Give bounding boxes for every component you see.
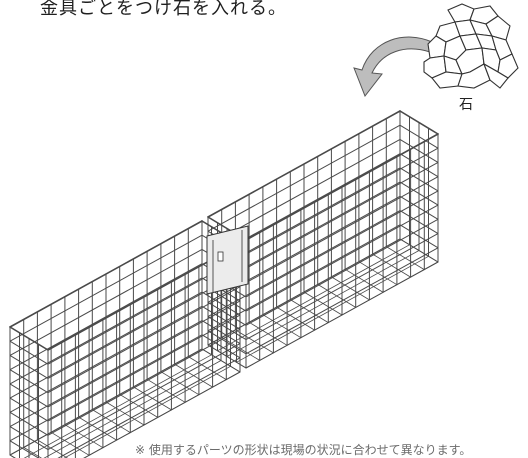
rim-wire bbox=[399, 110, 439, 135]
instruction-heading: 金具ごとをつけ石を入れる。 bbox=[40, 0, 287, 19]
mesh-wire bbox=[399, 195, 439, 220]
mesh-wire bbox=[245, 261, 439, 369]
mesh-wire bbox=[9, 426, 49, 451]
mesh-wire bbox=[9, 348, 203, 456]
mesh-wire bbox=[399, 167, 439, 192]
mesh-wire bbox=[399, 124, 439, 149]
mesh-wire bbox=[9, 354, 49, 379]
mesh-wire bbox=[9, 340, 49, 365]
mesh-wire bbox=[9, 411, 49, 436]
mesh-wire bbox=[201, 305, 241, 330]
mesh-wire bbox=[23, 354, 212, 458]
mesh-wire bbox=[9, 320, 203, 428]
mesh-wire bbox=[226, 250, 420, 357]
rim-wire bbox=[9, 326, 49, 351]
mesh-wire bbox=[47, 314, 241, 422]
mesh-wire bbox=[9, 263, 203, 371]
mesh-wire bbox=[23, 446, 42, 458]
curved-arrow-icon bbox=[353, 36, 433, 98]
mesh-wire bbox=[245, 233, 439, 341]
footer-note: ※ 使用するパーツの形状は現場の状況に合わせて異なります。 bbox=[135, 443, 472, 457]
mesh-wire bbox=[217, 244, 410, 352]
mesh-wire bbox=[9, 234, 203, 342]
mesh-wire bbox=[399, 210, 439, 235]
mesh-wire bbox=[47, 343, 241, 451]
wire-gabion-basket bbox=[9, 110, 439, 458]
mesh-wire bbox=[399, 153, 439, 178]
mesh-wire bbox=[399, 181, 439, 206]
rim-wire bbox=[207, 110, 401, 218]
rim-wire bbox=[9, 220, 203, 328]
mesh-wire bbox=[47, 300, 241, 408]
mesh-wire bbox=[245, 247, 439, 355]
mesh-wire bbox=[207, 124, 401, 232]
mesh-wire bbox=[9, 383, 49, 408]
mesh-wire bbox=[63, 365, 231, 458]
mesh-wire bbox=[399, 138, 439, 163]
mesh-wire bbox=[9, 334, 203, 442]
mesh-wire bbox=[9, 291, 203, 399]
mesh-wire bbox=[9, 369, 49, 394]
mesh-wire bbox=[201, 334, 241, 359]
mesh-wire bbox=[9, 277, 203, 385]
mesh-wire bbox=[245, 190, 439, 298]
stone-pile-icon bbox=[423, 3, 519, 89]
mesh-wire bbox=[9, 397, 49, 422]
mesh-wire bbox=[47, 286, 241, 394]
connector-plate bbox=[206, 225, 249, 295]
mesh-wire bbox=[201, 320, 241, 345]
rim-wire bbox=[245, 133, 439, 241]
stone-label: 石 bbox=[459, 97, 473, 113]
mesh-wire bbox=[9, 305, 203, 413]
mesh-wire bbox=[43, 360, 222, 458]
mesh-wire bbox=[9, 248, 203, 356]
mesh-wire bbox=[83, 371, 241, 458]
mesh-wire bbox=[399, 224, 439, 249]
mesh-wire bbox=[245, 147, 439, 255]
mesh-wire bbox=[57, 357, 241, 458]
mesh-wire bbox=[9, 440, 40, 458]
mesh-wire bbox=[236, 255, 429, 363]
mesh-wire bbox=[201, 291, 241, 316]
mesh-wire bbox=[245, 204, 439, 312]
mesh-wire bbox=[245, 176, 439, 284]
mesh-wire bbox=[245, 161, 439, 269]
